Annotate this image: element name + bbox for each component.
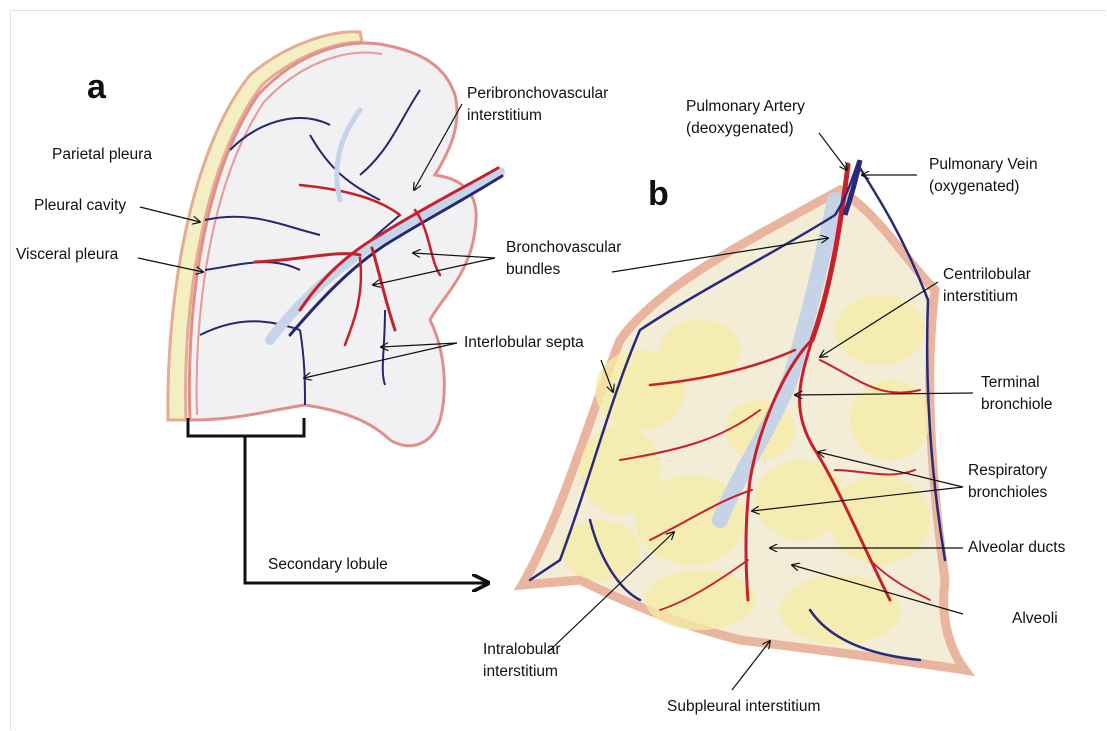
- label-centrilobular-line2: interstitium: [943, 287, 1018, 307]
- label-pleural-cavity: Pleural cavity: [34, 196, 126, 216]
- label-respiratory-bronchioles-line2: bronchioles: [968, 483, 1047, 503]
- label-bronchovascular-line1: Bronchovascular: [506, 238, 621, 258]
- label-parietal-pleura: Parietal pleura: [52, 145, 152, 165]
- label-pulmonary-vein-line1: Pulmonary Vein: [929, 155, 1038, 175]
- label-peribronchovascular-line1: Peribronchovascular: [467, 84, 608, 104]
- label-bronchovascular-line2: bundles: [506, 260, 560, 280]
- arrow-subpleural: [732, 641, 770, 690]
- label-centrilobular-line1: Centrilobular: [943, 265, 1031, 285]
- panel-a-lung-drawing: [168, 32, 502, 446]
- label-terminal-bronchiole-line2: bronchiole: [981, 395, 1053, 415]
- label-secondary-lobule: Secondary lobule: [268, 555, 388, 575]
- label-alveolar-ducts: Alveolar ducts: [968, 538, 1065, 558]
- label-alveoli: Alveoli: [1012, 609, 1058, 629]
- label-pulmonary-vein-line2: (oxygenated): [929, 177, 1019, 197]
- label-pulmonary-artery-line2: (deoxygenated): [686, 119, 794, 139]
- label-visceral-pleura: Visceral pleura: [16, 245, 118, 265]
- label-pulmonary-artery-line1: Pulmonary Artery: [686, 97, 805, 117]
- panel-label-a: a: [87, 70, 106, 104]
- label-intralobular-line1: Intralobular: [483, 640, 561, 660]
- label-interlobular-septa: Interlobular septa: [464, 333, 584, 353]
- label-terminal-bronchiole-line1: Terminal: [981, 373, 1040, 393]
- label-respiratory-bronchioles-line1: Respiratory: [968, 461, 1047, 481]
- panel-label-b: b: [648, 177, 669, 211]
- label-intralobular-line2: interstitium: [483, 662, 558, 682]
- arrow-pulmonary-artery: [819, 133, 847, 170]
- label-peribronchovascular-line2: interstitium: [467, 106, 542, 126]
- panel-b-lobule-drawing: [522, 160, 965, 670]
- label-subpleural-interstitium: Subpleural interstitium: [667, 697, 820, 717]
